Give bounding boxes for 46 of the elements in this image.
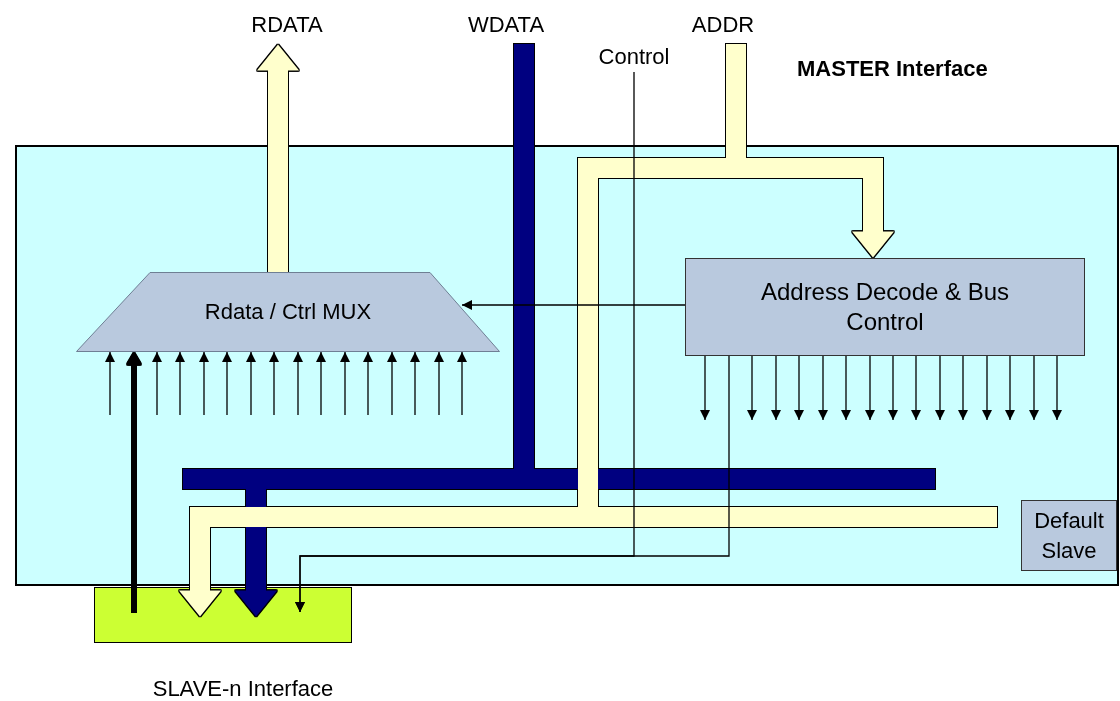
- block-label: Default Slave: [1033, 506, 1105, 565]
- signal-arrow: [269, 351, 279, 416]
- signal-arrow: [340, 351, 350, 416]
- block-title: MASTER Interface: [797, 55, 989, 83]
- signal-arrow: [1005, 355, 1015, 421]
- signal-arrow: [1052, 355, 1062, 421]
- signal-arrow: [316, 351, 326, 416]
- signal-arrow: [841, 355, 851, 421]
- signal-arrow: [461, 300, 686, 310]
- signal-arrow: [387, 351, 397, 416]
- signal-arrow: [246, 351, 256, 416]
- signal-label: RDATA: [232, 10, 342, 40]
- signal-arrow: [935, 355, 945, 421]
- signal-arrow: [911, 355, 921, 421]
- signal-arrow: [222, 351, 232, 416]
- signal-arrow: [152, 351, 162, 416]
- signal-arrow: [199, 351, 209, 416]
- signal-arrow: [794, 355, 804, 421]
- slave-block: [1021, 500, 1117, 571]
- signal-arrow: [888, 355, 898, 421]
- block-label: Rdata / Ctrl MUX: [203, 298, 373, 326]
- bus-arrow: [257, 44, 299, 272]
- signal-label: WDATA: [450, 10, 562, 40]
- block-title: SLAVE-n Interface: [151, 675, 335, 701]
- signal-arrow: [127, 352, 141, 612]
- multiplexer-trapezoid: [76, 272, 500, 352]
- signal-arrow: [747, 355, 757, 421]
- signal-arrow: [771, 355, 781, 421]
- signal-arrow: [434, 351, 444, 416]
- signal-arrow: [818, 355, 828, 421]
- signal-arrow: [293, 351, 303, 416]
- signal-arrow: [865, 355, 875, 421]
- signal-arrow: [410, 351, 420, 416]
- signal-arrow: [175, 351, 185, 416]
- block-label: Address Decode & Bus Control: [759, 277, 1011, 337]
- signal-arrow: [700, 355, 710, 421]
- signal-label: Control: [584, 42, 684, 72]
- signal-arrow: [982, 355, 992, 421]
- decoder-block: [685, 258, 1085, 356]
- signal-arrow: [105, 351, 115, 416]
- signal-arrow: [457, 351, 467, 416]
- signal-arrow: [958, 355, 968, 421]
- signal-label: ADDR: [683, 10, 763, 40]
- signal-arrow: [363, 351, 373, 416]
- signal-arrow: [1029, 355, 1039, 421]
- signal-arrow: [295, 355, 730, 613]
